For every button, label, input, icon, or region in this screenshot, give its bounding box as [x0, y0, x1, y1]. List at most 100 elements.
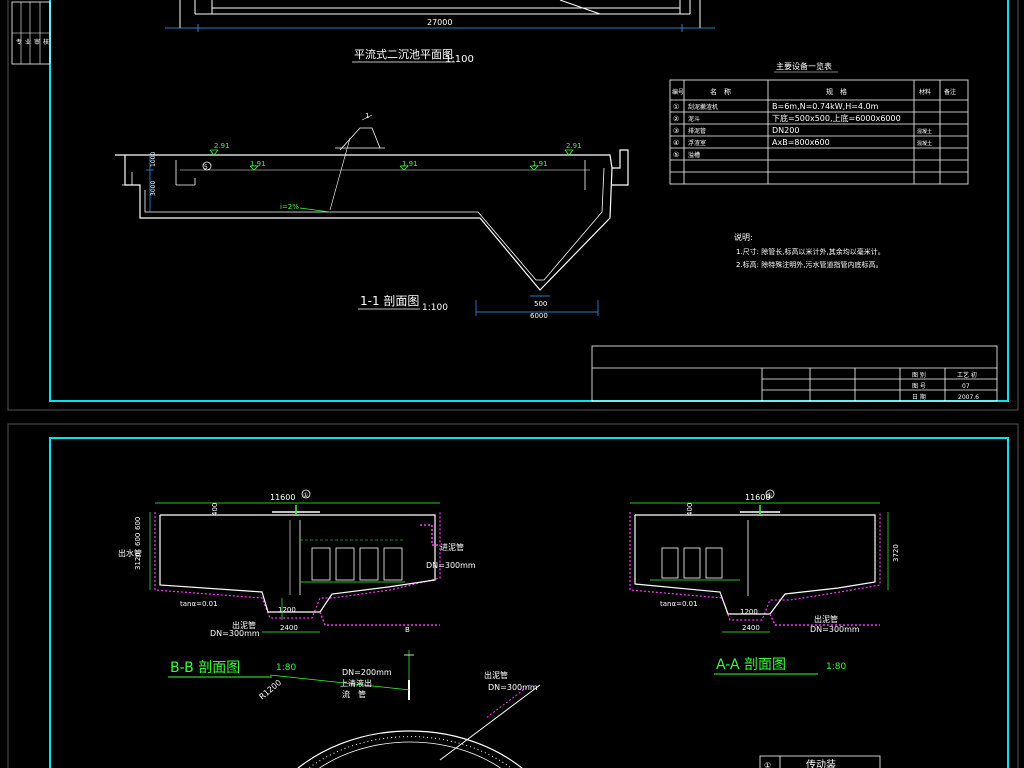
equipment-label-box [759, 755, 881, 768]
section-1-1-dimensions [146, 155, 599, 316]
plan-scale: 1:100 [445, 54, 474, 65]
section-scale: 1:100 [422, 303, 448, 313]
bb-h4: 600 [134, 517, 142, 530]
section-dim-bottom: 500 [534, 300, 547, 308]
equipment-header-no: 编号 [672, 88, 684, 96]
top-sheet-frame [49, 0, 1009, 402]
bb-h1: 400 [211, 503, 219, 516]
bb-sludge-dn: DN=300mm [210, 629, 260, 638]
equipment-header-note: 备注 [944, 88, 956, 96]
aa-sludge-dn: DN=300mm [810, 625, 860, 634]
bb-slope: tanα=0.01 [180, 600, 218, 608]
top-sheet-outer-border [7, 0, 1019, 411]
section-dim-width: 6000 [530, 312, 548, 320]
bb-marker-circle [301, 489, 311, 499]
plan-title: 平流式二沉池平面图 [354, 47, 453, 61]
circular-plan [269, 650, 541, 768]
aa-h1: 400 [686, 503, 694, 516]
circular-plan-mark: B [405, 626, 410, 634]
aa-marker: ① [767, 492, 772, 499]
section-1-1 [115, 114, 629, 291]
side-label-2: 业 [25, 38, 31, 46]
clarified-pipe-dn: DN=200mm [342, 668, 392, 677]
bb-outlet: 出水管 [118, 548, 142, 558]
equipment-row-1-spec: B=6m,N=0.74kW,H=4.0m [772, 102, 879, 111]
equipment-header-spec: 规 格 [826, 87, 847, 96]
bb-h2: 3120 [134, 552, 142, 570]
bb-inlet-dn: DN=300mm [426, 561, 476, 570]
section-1-1-elevation-marks [202, 149, 574, 213]
bb-title: B-B 剖面图 [170, 660, 240, 676]
bb-h3: 600 [134, 533, 142, 546]
aa-slope: tanα=0.01 [660, 600, 698, 608]
bb-marker: ① [303, 492, 308, 499]
title-block [591, 345, 998, 402]
equipment-row-4-no: ④ [673, 139, 679, 147]
aa-section [629, 502, 889, 633]
equipment-label-no: ① [764, 761, 771, 768]
aa-title: A-A 剖面图 [716, 657, 786, 673]
equipment-row-1-name: 刮泥撇渣机 [688, 103, 718, 111]
equipment-row-3-no: ③ [673, 127, 679, 135]
section-water-mid: 1.91 [402, 160, 418, 168]
bb-sludge: 出泥管 [232, 620, 256, 630]
aa-width: 11600 [745, 493, 770, 502]
equipment-header-name: 名 称 [710, 87, 731, 96]
plan-sludge-pipe: 出泥管 [484, 670, 508, 680]
equipment-table-grid [669, 79, 969, 185]
equipment-row-5-name: 溢槽 [688, 151, 700, 159]
section-dim-height: 3000 [150, 181, 157, 196]
equipment-row-5-no: ⑤ [673, 151, 679, 159]
bottom-sheet-outer-border [7, 423, 1019, 768]
aa-h2: 3720 [892, 544, 900, 562]
equipment-row-3-spec: DN200 [772, 126, 799, 135]
bottom-sheet: 11600 ① 3120 600 600 400 出水管 进泥管 DN=300m… [7, 423, 1019, 768]
plan-view-top [165, 0, 715, 32]
section-water-right: 1.91 [532, 160, 548, 168]
clarified-pipe-label-1: 上清液出 [340, 678, 372, 688]
section-marker: 5 [204, 164, 208, 171]
section-water-left: 1.91 [250, 160, 266, 168]
top-sheet: 专 业 审 核 27000 平流式二沉池平面图 1:100 [7, 0, 1019, 411]
bb-width: 11600 [270, 493, 295, 502]
bb-inlet: 进泥管 [440, 542, 464, 552]
plan-dimension: 27000 [427, 18, 452, 27]
equipment-row-3-name: 排泥管 [688, 127, 706, 135]
equipment-header-material: 材料 [919, 88, 931, 96]
section-elev-left: 2.91 [214, 142, 230, 150]
equipment-row-4-spec: AxB=800x600 [772, 138, 830, 147]
bb-d2: 2400 [280, 624, 298, 632]
notes-line-1: 1.尺寸: 除管长,标高以米计外,其余均以毫米计。 [736, 247, 885, 256]
side-label-1: 专 [16, 38, 22, 46]
section-title: 1-1 剖面图 [360, 294, 419, 308]
title-block-row3-value: 2007.6 [958, 394, 979, 401]
equipment-table-title: 主要设备一览表 [776, 61, 832, 71]
aa-d2: 2400 [742, 624, 760, 632]
notes-line-2: 2.标高: 除特殊注明外,污水管道指管内底标高。 [736, 260, 883, 269]
equipment-row-2-spec: 下底=500x500,上底=6000x6000 [772, 113, 901, 123]
section-dim-height-top: 1000 [150, 152, 157, 167]
equipment-row-4-name: 浮渣室 [688, 139, 706, 147]
bb-scale: 1:80 [276, 663, 296, 673]
side-label-4: 核 [43, 38, 49, 46]
title-block-row3-label: 日 期 [912, 393, 926, 401]
equipment-row-3-material: 混凝土 [917, 128, 932, 135]
equipment-label: 传动装 [806, 758, 836, 768]
side-strip: 专 业 审 核 [11, 1, 51, 65]
plan-sludge-pipe-dn: DN=300mm [488, 683, 538, 692]
notes-heading: 说明: [734, 232, 753, 242]
title-block-row2-label: 图 号 [912, 383, 926, 390]
section-callout: 1 [365, 112, 369, 120]
bb-d1: 1200 [278, 606, 296, 614]
title-block-row1-value: 工艺 初 [957, 371, 977, 379]
bb-section [149, 502, 441, 633]
clarified-pipe-label-2: 流 管 [342, 689, 366, 699]
side-label-3: 审 [34, 38, 40, 46]
aa-marker-circle [765, 489, 775, 499]
equipment-row-2-no: ② [673, 115, 679, 123]
section-elev-right: 2.91 [566, 142, 582, 150]
section-slope: i=2% [280, 203, 299, 211]
aa-sludge: 出泥管 [814, 614, 838, 624]
equipment-row-1-no: ① [673, 103, 679, 111]
